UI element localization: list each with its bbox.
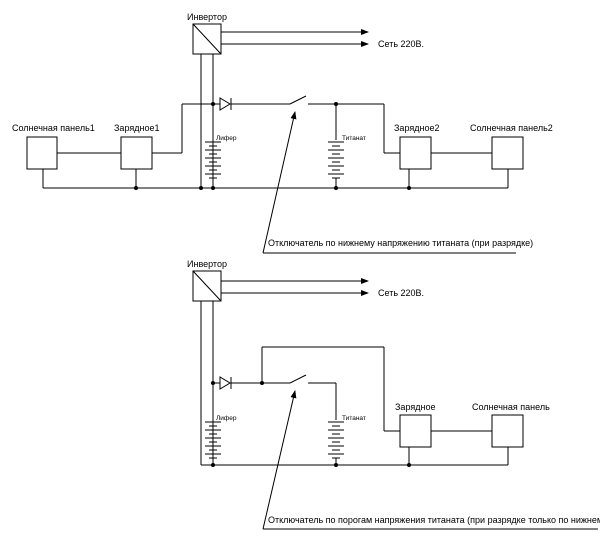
titanate-battery-icon xyxy=(328,141,344,179)
switch-note: Отключатель по порогам напряжения титана… xyxy=(268,515,600,525)
grid-label: Сеть 220В. xyxy=(378,39,424,49)
lifer-battery-icon xyxy=(205,141,221,179)
solar-panel-label: Солнечная панель xyxy=(472,402,550,412)
charger-2-label: Зарядное2 xyxy=(394,123,439,133)
switch-icon xyxy=(289,374,307,384)
annotation-leader xyxy=(262,390,297,530)
solar-panel-2-label: Солнечная панель2 xyxy=(470,123,553,133)
junction-dot xyxy=(134,186,138,190)
charger-1-box xyxy=(120,136,153,170)
grid-label: Сеть 220В. xyxy=(378,288,424,298)
inverter-symbol xyxy=(192,23,222,55)
junction-dot xyxy=(199,186,203,190)
junction-dot xyxy=(407,186,411,190)
diagram-1: Инвертор Сеть 220В. Ли xyxy=(12,12,553,254)
diode-icon xyxy=(219,376,231,390)
junction-dot xyxy=(334,186,338,190)
diagram-2: Инвертор Сеть 220В. Лифер xyxy=(187,259,600,530)
charger-2-box xyxy=(399,136,432,170)
solar-panel-1-label: Солнечная панель1 xyxy=(12,123,95,133)
junction-dot xyxy=(334,463,338,467)
inverter-symbol xyxy=(192,270,222,302)
solar-panel-1-box xyxy=(26,136,58,170)
junction-dot xyxy=(211,463,215,467)
annotation-leader xyxy=(262,111,297,254)
diode-icon xyxy=(219,97,231,111)
charger-box xyxy=(399,414,432,448)
switch-icon xyxy=(289,95,307,105)
junction-dot xyxy=(407,463,411,467)
switch-note: Отключатель по нижнему напряжению титана… xyxy=(268,238,533,248)
titanate-battery-icon xyxy=(328,421,344,459)
lifer-label: Лифер xyxy=(216,135,237,142)
inverter-label: Инвертор xyxy=(187,12,227,22)
junction-dot xyxy=(211,186,215,190)
titanate-label: Титанат xyxy=(342,135,366,142)
charger-label: Зарядное xyxy=(395,402,435,412)
solar-panel-2-box xyxy=(491,136,524,170)
titanate-label: Титанат xyxy=(342,415,366,422)
charger-1-label: Зарядное1 xyxy=(114,123,159,133)
inverter-label: Инвертор xyxy=(187,259,227,269)
lifer-label: Лифер xyxy=(216,415,237,422)
solar-panel-box xyxy=(491,414,524,448)
lifer-battery-icon xyxy=(205,421,221,459)
